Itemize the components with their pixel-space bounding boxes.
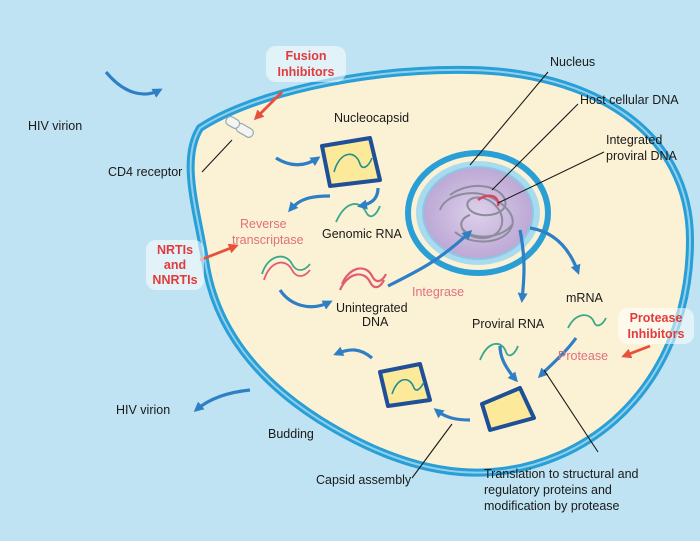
unintegrated-dna-label-1: Unintegrated (336, 301, 408, 315)
budding-label: Budding (268, 427, 314, 441)
nucleocapsid-shape (320, 136, 382, 188)
genomic-rna-label: Genomic RNA (322, 227, 403, 241)
svg-text:Protease: Protease (630, 311, 683, 325)
integrase-label: Integrase (412, 285, 464, 299)
nucleus-label: Nucleus (550, 55, 595, 69)
integrated-proviral-dna-label-1: Integrated (606, 133, 662, 147)
svg-text:Inhibitors: Inhibitors (278, 65, 335, 79)
mrna-strand (567, 314, 607, 329)
reverse-transcriptase-label-1: Reverse (240, 217, 287, 231)
proviral-rna-label: Proviral RNA (472, 317, 545, 331)
nucleocapsid-label: Nucleocapsid (334, 111, 409, 125)
drug-arrows (199, 91, 651, 359)
fusion-inhibitors-label: Fusion Inhibitors (266, 46, 346, 82)
protease-label: Protease (558, 349, 608, 363)
integrated-proviral-dna-label-2: proviral DNA (606, 149, 678, 163)
protease-inhibitors-label: Protease Inhibitors (618, 308, 694, 344)
leader-lines (201, 71, 605, 479)
reverse-transcribed-strand (261, 255, 311, 281)
nrtis-label: NRTIs and NNRTIs (146, 240, 204, 290)
unintegrated-dna-strand (338, 267, 387, 291)
svg-text:Fusion: Fusion (286, 49, 327, 63)
mrna-label: mRNA (566, 291, 603, 305)
capsid-empty (480, 386, 536, 432)
capsid-assembly-label: Capsid assembly (316, 473, 412, 487)
genomic-rna-strand (335, 203, 381, 223)
proviral-rna-strand (479, 343, 519, 361)
svg-text:NRTIs: NRTIs (157, 243, 193, 257)
translation-note-line-2: regulatory proteins and (484, 483, 612, 497)
svg-text:Inhibitors: Inhibitors (628, 327, 685, 341)
capsid-assembling (378, 362, 432, 408)
hiv-virion-bottom-label: HIV virion (116, 403, 170, 417)
cd4-receptor (225, 115, 254, 138)
host-cellular-dna-label: Host cellular DNA (580, 93, 679, 107)
unintegrated-dna-label-2: DNA (362, 315, 389, 329)
nucleus (405, 150, 551, 276)
cd4-receptor-label: CD4 receptor (108, 165, 182, 179)
reverse-transcriptase-label-2: transcriptase (232, 233, 304, 247)
translation-note-line-1: Translation to structural and (484, 467, 639, 481)
process-arrows (104, 70, 581, 422)
translation-note-line-3: modification by protease (484, 499, 620, 513)
integrated-dna-segment (477, 194, 500, 207)
svg-text:NNRTIs: NNRTIs (152, 273, 197, 287)
hiv-virion-top-label: HIV virion (28, 119, 82, 133)
svg-text:and: and (164, 258, 186, 272)
